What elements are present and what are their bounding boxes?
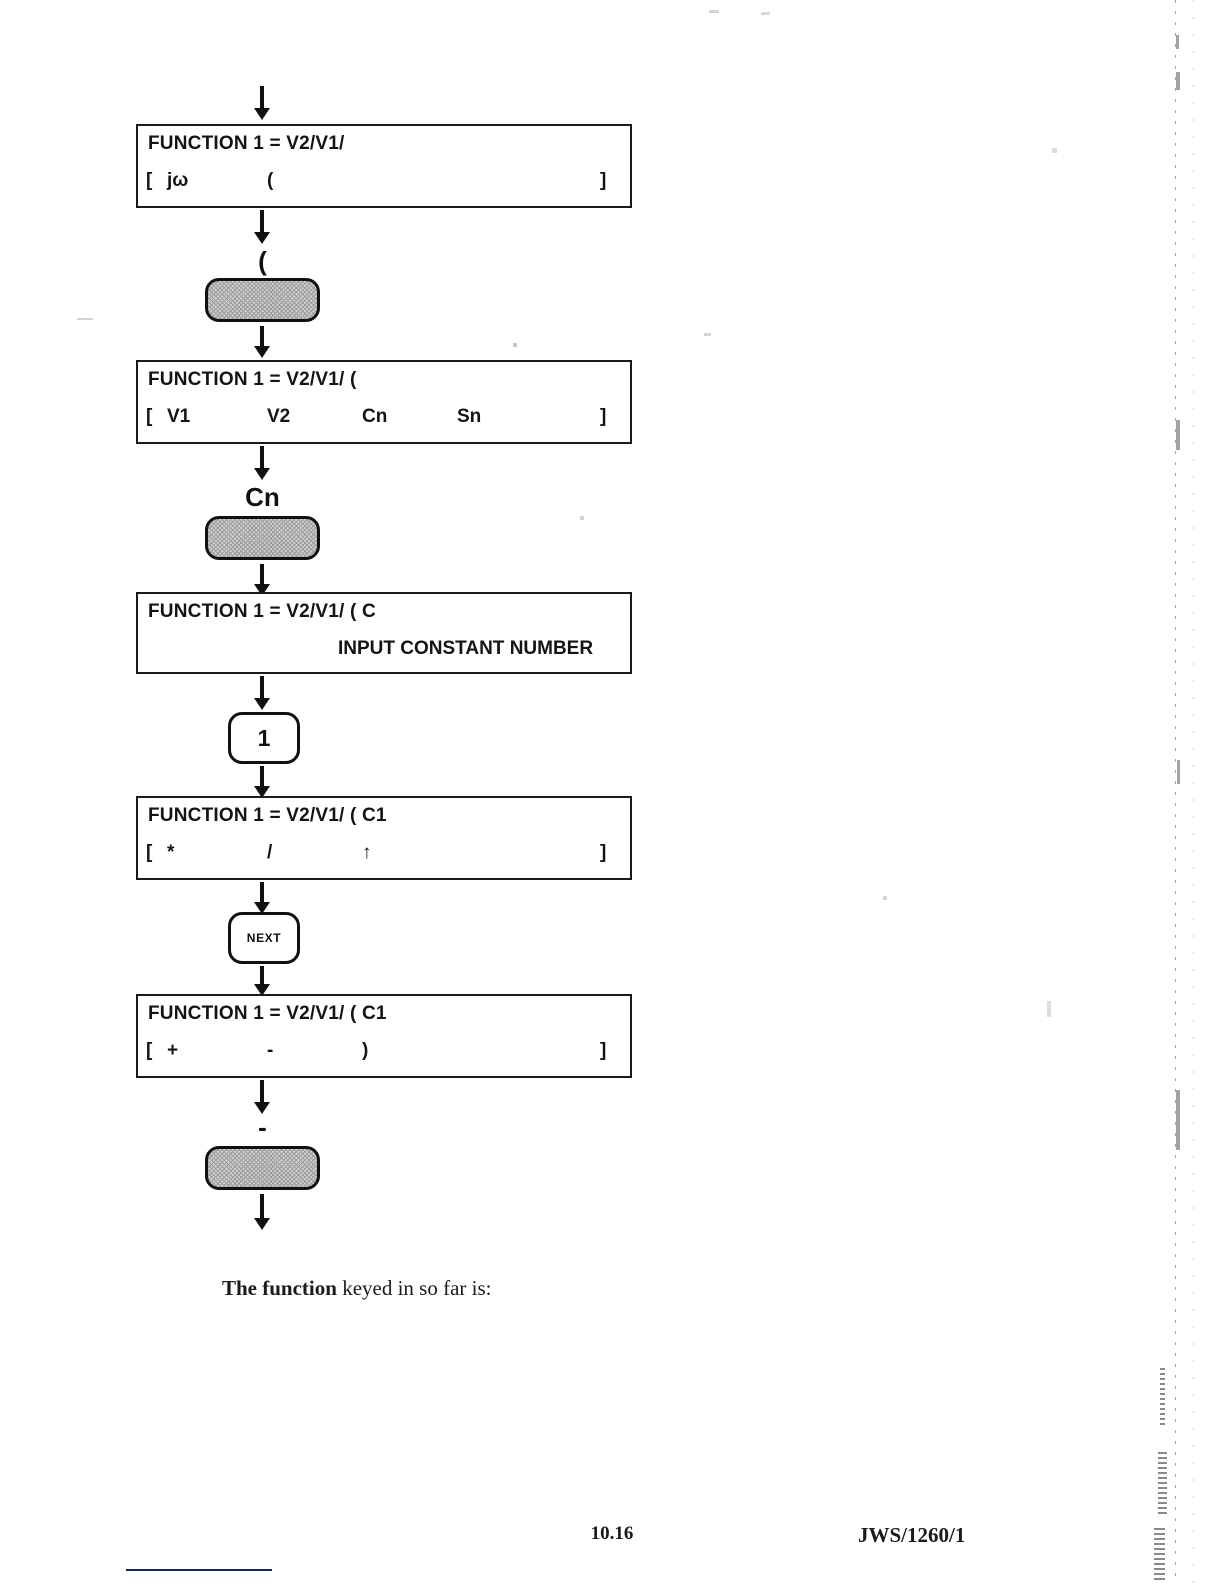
footer-document-ref: JWS/1260/1 [858, 1523, 966, 1547]
scan-artifact-speck-14 [1047, 1001, 1051, 1017]
softkey-1[interactable]: V1 [167, 406, 191, 427]
scan-artifact-smudge-1 [1160, 1368, 1165, 1426]
scan-artifact-smudge-2 [1158, 1452, 1167, 1514]
bracket-right: ] [600, 1040, 607, 1061]
scan-artifact-smudge-3 [1154, 1528, 1165, 1582]
softkey-2[interactable]: / [267, 842, 273, 863]
scan-artifact-speck-7 [513, 343, 517, 347]
flow-arrow-8 [254, 966, 270, 996]
bracket-left: [ [146, 1040, 153, 1061]
display-panel-4: FUNCTION 1 = V2/V1/ ( C1 [ * / ↑ ] [136, 796, 632, 880]
flow-arrow-6 [254, 766, 270, 798]
display-1-line1: FUNCTION 1 = V2/V1/ [148, 133, 345, 154]
scan-artifact-speck-9 [704, 333, 711, 336]
flow-arrow-7 [254, 882, 270, 914]
display-2-line1: FUNCTION 1 = V2/V1/ ( [148, 369, 357, 390]
key-caption-cn: Cn [245, 482, 280, 512]
footer-rule [126, 1569, 272, 1571]
flow-arrow-5 [254, 676, 270, 710]
key-next-label: NEXT [246, 931, 282, 945]
key-next[interactable]: NEXT [228, 912, 300, 964]
bracket-right: ] [600, 842, 607, 863]
bracket-right: ] [600, 406, 607, 427]
display-5-line1: FUNCTION 1 = V2/V1/ ( C1 [148, 1003, 387, 1024]
flow-arrow-bottom [254, 1194, 270, 1230]
footer-page-number: 10.16 [590, 1523, 634, 1544]
scan-artifact-speck-1 [1176, 35, 1179, 49]
key-caption-open-paren: ( [258, 246, 267, 276]
display-panel-5: FUNCTION 1 = V2/V1/ ( C1 [ + - ) ] [136, 994, 632, 1078]
caption-text: The function keyed in so far is: [222, 1276, 491, 1301]
scan-artifact-speck-6 [77, 318, 93, 320]
display-1-softkey-row: [ jω ( ] [138, 170, 630, 200]
scan-artifact-line-2 [1193, 0, 1194, 1584]
scan-artifact-speck-2 [1176, 72, 1180, 90]
bracket-left: [ [146, 842, 153, 863]
display-panel-1: FUNCTION 1 = V2/V1/ [ jω ( ] [136, 124, 632, 208]
softkey-4[interactable]: Sn [457, 406, 482, 427]
softkey-2[interactable]: V2 [267, 406, 291, 427]
flow-arrow-1 [254, 210, 270, 244]
display-5-softkey-row: [ + - ) ] [138, 1040, 630, 1070]
flow-arrow-top [254, 86, 270, 120]
display-3-message: INPUT CONSTANT NUMBER [338, 638, 594, 659]
display-panel-2: FUNCTION 1 = V2/V1/ ( [ V1 V2 Cn Sn ] [136, 360, 632, 444]
softkey-1[interactable]: * [167, 842, 175, 863]
flow-arrow-9 [254, 1080, 270, 1114]
bracket-left: [ [146, 170, 153, 191]
scan-artifact-speck-12 [1052, 148, 1057, 153]
softkey-1[interactable]: jω [167, 170, 189, 191]
softkey-3[interactable]: Cn [362, 406, 388, 427]
scan-artifact-speck-13 [883, 896, 887, 900]
key-1[interactable]: 1 [228, 712, 300, 764]
caption-rest: keyed in so far is: [336, 1276, 492, 1300]
scan-artifact-speck-3 [1176, 420, 1180, 450]
display-panel-3: FUNCTION 1 = V2/V1/ ( C INPUT CONSTANT N… [136, 592, 632, 674]
scan-artifact-speck-11 [761, 12, 770, 15]
scan-artifact-speck-10 [709, 10, 719, 13]
bracket-left: [ [146, 406, 153, 427]
bracket-right: ] [600, 170, 607, 191]
display-2-softkey-row: [ V1 V2 Cn Sn ] [138, 406, 630, 436]
scan-artifact-line-1 [1175, 0, 1176, 1584]
softkey-2[interactable]: - [267, 1040, 274, 1061]
display-4-softkey-row: [ * / ↑ ] [138, 842, 630, 872]
scan-artifact-speck-4 [1177, 760, 1180, 784]
flow-arrow-3 [254, 446, 270, 480]
display-3-line1: FUNCTION 1 = V2/V1/ ( C [148, 601, 376, 622]
softkey-1[interactable]: + [167, 1040, 179, 1061]
key-1-label: 1 [257, 724, 271, 751]
key-cn[interactable] [205, 516, 320, 560]
key-open-paren[interactable] [205, 278, 320, 322]
caption-bold: The function [222, 1276, 337, 1300]
key-minus[interactable] [205, 1146, 320, 1190]
flow-arrow-2 [254, 326, 270, 358]
key-caption-minus: - [258, 1112, 267, 1142]
scan-artifact-speck-8 [580, 516, 584, 520]
scan-artifact-speck-5 [1176, 1090, 1180, 1150]
softkey-2[interactable]: ( [267, 170, 274, 191]
softkey-3[interactable]: ↑ [362, 842, 372, 863]
softkey-3[interactable]: ) [362, 1040, 369, 1061]
display-4-line1: FUNCTION 1 = V2/V1/ ( C1 [148, 805, 387, 826]
